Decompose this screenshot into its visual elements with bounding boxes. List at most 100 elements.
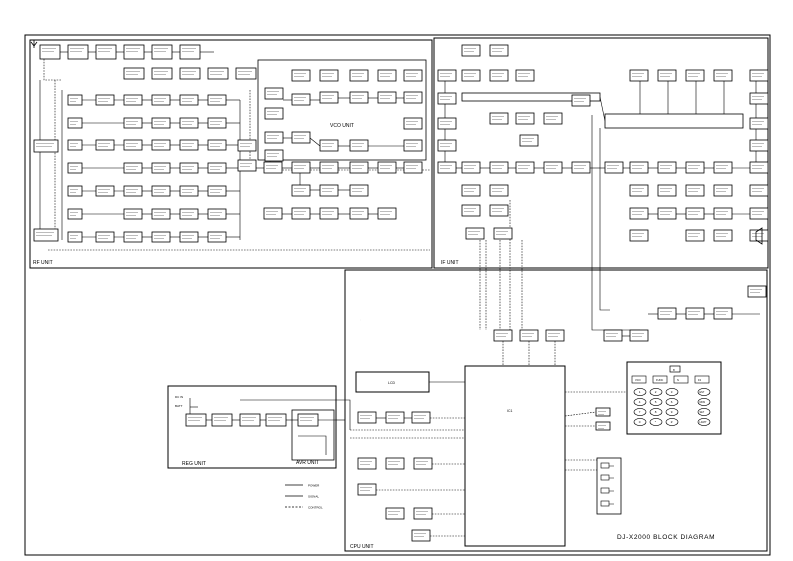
keypad-key (633, 388, 647, 396)
legend-signal-label: SIGNAL (308, 495, 319, 499)
cpu-unit-frame (344, 269, 768, 552)
rf-block (207, 67, 229, 80)
cpu-block (385, 507, 405, 520)
rf-filter-block (179, 162, 199, 174)
rf-block (151, 67, 173, 80)
rf-filter-block (207, 139, 227, 151)
keypad-key-label: 9 (671, 410, 673, 414)
keypad-side-key-label: LIGHT (700, 421, 708, 424)
rf-filter-block (67, 231, 83, 243)
keypad-top-key-label: 8 (673, 368, 675, 372)
vco-block (403, 91, 423, 104)
if-block (461, 44, 481, 57)
if-block (713, 161, 733, 174)
if-block (519, 134, 539, 147)
cpu-block (545, 329, 565, 342)
vco-block (319, 91, 339, 104)
if-block (749, 207, 769, 220)
if-block (749, 69, 769, 82)
rf-filter-block (207, 231, 227, 243)
rf-block (263, 161, 283, 174)
rf-filter-block (67, 208, 83, 220)
wire (599, 128, 610, 311)
rf-block (33, 228, 59, 242)
cpu-block (411, 411, 431, 424)
vco-block (377, 69, 397, 82)
keypad-key (665, 398, 679, 406)
rf-unit-frame (29, 39, 433, 269)
rf-block (349, 184, 369, 197)
keypad-key (665, 408, 679, 416)
cpu-block (603, 329, 623, 342)
keypad-side-key (697, 408, 711, 416)
rf-filter-block (151, 231, 171, 243)
switch-icon (600, 474, 610, 481)
keypad-key-label: 4 (639, 400, 641, 404)
cpu-block (595, 407, 611, 417)
if-block (515, 161, 535, 174)
if-block (489, 44, 509, 57)
vco-block (319, 139, 339, 152)
reg-block (185, 413, 207, 427)
block-layer (33, 44, 769, 542)
rf-block (377, 161, 397, 174)
if-block (749, 229, 769, 242)
rf-block (33, 139, 59, 153)
vco-block (377, 91, 397, 104)
diagram-title: DJ-X2000 BLOCK DIAGRAM (617, 534, 715, 541)
if-block (629, 184, 649, 197)
vco-block (291, 69, 311, 82)
keypad-function-key-label: VCO (635, 378, 641, 382)
rf-filter-block (67, 94, 83, 106)
if-block (713, 69, 733, 82)
rf-block (67, 44, 89, 60)
lcd-label: LCD (388, 381, 395, 385)
reg-unit-label: REG UNIT (182, 461, 206, 467)
if-block (489, 69, 509, 82)
reg-input-dc: DC IN (175, 395, 183, 399)
keypad-side-key (697, 418, 711, 426)
keypad-key (665, 418, 679, 426)
lcd-block (355, 371, 430, 393)
rf-filter-block (179, 185, 199, 197)
rf-block (237, 139, 257, 152)
if-unit-label: IF UNIT (441, 260, 459, 266)
keypad-side-key (697, 388, 711, 396)
if-block (657, 184, 677, 197)
if-block (685, 207, 705, 220)
keypad-key-label: # (671, 420, 673, 424)
keypad-key-label: 5 (655, 400, 657, 404)
if-block (713, 184, 733, 197)
rf-filter-block (95, 231, 115, 243)
keypad-function-key (631, 375, 647, 384)
if-block (493, 227, 513, 240)
rf-block (263, 207, 283, 220)
vco-block (291, 131, 311, 144)
rf-filter-block (207, 162, 227, 174)
avr-unit-label: AVR UNIT (296, 460, 319, 466)
rf-block (235, 67, 257, 80)
if-block (629, 229, 649, 242)
switch-icon (600, 500, 610, 507)
rf-block (291, 184, 311, 197)
rf-block (151, 44, 173, 60)
if-block (629, 161, 649, 174)
if-block (489, 184, 509, 197)
cpu-block (357, 411, 377, 424)
rf-block (349, 207, 369, 220)
if-block (749, 161, 769, 174)
switch-icon (600, 462, 610, 469)
cpu-block (657, 307, 677, 320)
rf-filter-block (123, 94, 143, 106)
rf-block (349, 161, 369, 174)
if-block (713, 229, 733, 242)
rf-filter-block (123, 231, 143, 243)
reg-block (211, 413, 233, 427)
if-block (749, 184, 769, 197)
keypad-key (649, 388, 663, 396)
vco-block (349, 91, 369, 104)
keypad-key-label: * (655, 420, 657, 424)
vco-block (291, 93, 311, 106)
keypad-function-key-label: FUNC (656, 378, 663, 382)
